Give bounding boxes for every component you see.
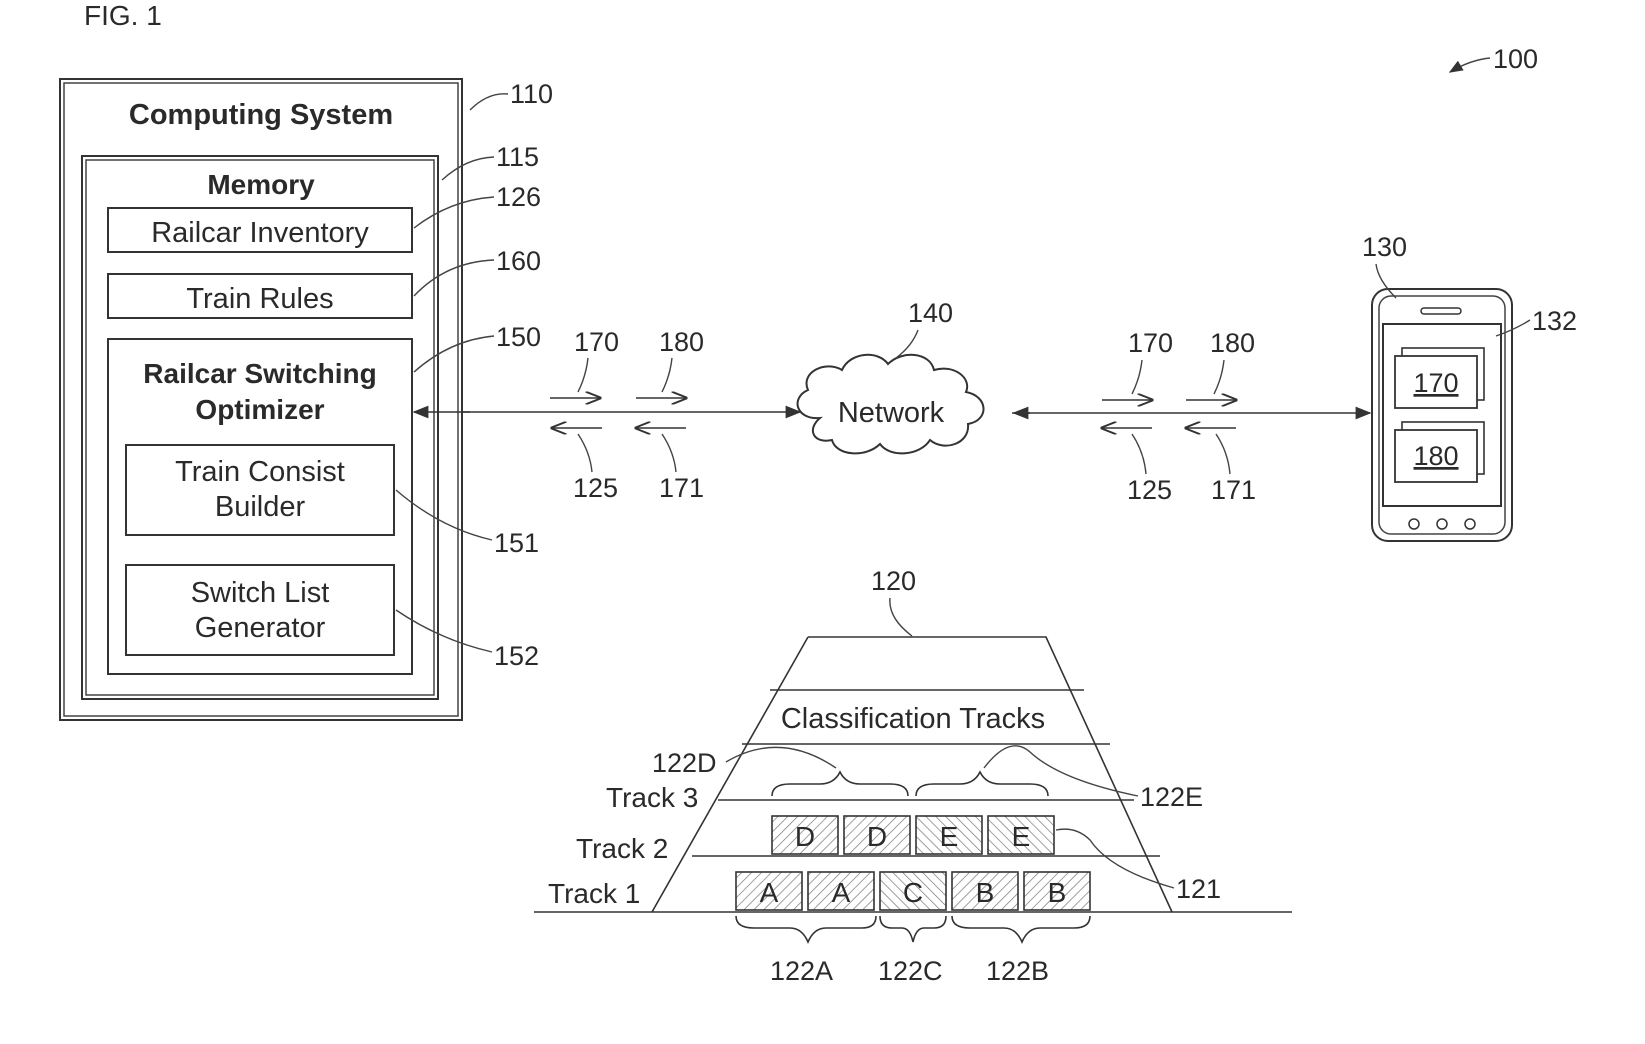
signal-180-right-leader bbox=[1214, 360, 1224, 394]
network-label: Network bbox=[838, 397, 945, 429]
train-consist-builder-line2: Builder bbox=[215, 491, 306, 523]
computing-system: Computing System Memory Railcar Inventor… bbox=[60, 79, 462, 720]
ref-160-leader bbox=[414, 260, 494, 296]
signal-180-left-label: 180 bbox=[659, 327, 704, 357]
ref-121: 121 bbox=[1176, 874, 1221, 904]
track-3-label: Track 3 bbox=[606, 782, 698, 813]
track-1-label: Track 1 bbox=[548, 878, 640, 909]
railcar-a2-label: A bbox=[832, 877, 851, 908]
ref-110-leader bbox=[470, 94, 508, 110]
mobile-device: 170 180 bbox=[1372, 289, 1512, 541]
ref-122e: 122E bbox=[1140, 782, 1203, 812]
ref-151-leader bbox=[396, 490, 492, 540]
ref-152: 152 bbox=[494, 641, 539, 671]
ref-140: 140 bbox=[908, 298, 953, 328]
ref-130: 130 bbox=[1362, 232, 1407, 262]
signal-125-left-leader bbox=[578, 434, 592, 472]
switch-list-generator-line1: Switch List bbox=[191, 577, 330, 609]
track-2-label: Track 2 bbox=[576, 833, 668, 864]
signal-170-left-label: 170 bbox=[574, 327, 619, 357]
ref-150: 150 bbox=[496, 322, 541, 352]
brace-122d bbox=[772, 772, 908, 796]
train-consist-builder-line1: Train Consist bbox=[175, 456, 345, 488]
railcar-d2-label: D bbox=[867, 821, 887, 852]
ref-122a: 122A bbox=[770, 956, 833, 986]
device-body bbox=[1372, 289, 1512, 541]
signal-171-right-leader bbox=[1216, 434, 1230, 474]
railcar-b2-label: B bbox=[1048, 877, 1067, 908]
ref-151: 151 bbox=[494, 528, 539, 558]
speaker-icon bbox=[1421, 308, 1461, 314]
brace-122a bbox=[736, 916, 876, 942]
figure-label: FIG. 1 bbox=[84, 0, 162, 31]
device-button-icon bbox=[1409, 519, 1419, 529]
ref-126-leader bbox=[414, 197, 494, 228]
ref-152-leader bbox=[396, 610, 492, 652]
card-180-label: 180 bbox=[1413, 441, 1458, 471]
network-cloud: Network bbox=[798, 355, 984, 454]
yard-outline bbox=[652, 637, 1172, 912]
railcar-b1-label: B bbox=[976, 877, 995, 908]
brace-122b bbox=[952, 916, 1090, 942]
railcar-e1-label: E bbox=[940, 821, 959, 852]
ref-122d: 122D bbox=[652, 748, 717, 778]
ref-100: 100 bbox=[1493, 44, 1538, 74]
ref-122c: 122C bbox=[878, 956, 943, 986]
optimizer-title-line2: Optimizer bbox=[195, 394, 324, 425]
railcar-d1-label: D bbox=[795, 821, 815, 852]
ref-160: 160 bbox=[496, 246, 541, 276]
ref-126: 126 bbox=[496, 182, 541, 212]
ref-120-leader bbox=[890, 598, 912, 636]
ref-110: 110 bbox=[510, 79, 553, 109]
ref-150-leader bbox=[414, 336, 494, 372]
signal-171-left-leader bbox=[662, 434, 676, 472]
signal-171-left-label: 171 bbox=[659, 473, 704, 503]
card-170-label: 170 bbox=[1413, 368, 1458, 398]
signal-125-right-leader bbox=[1132, 434, 1146, 474]
railcar-inventory-label: Railcar Inventory bbox=[151, 217, 369, 249]
signal-180-left-leader bbox=[662, 358, 672, 392]
ref-100-arrow bbox=[1450, 58, 1490, 72]
signal-171-right-label: 171 bbox=[1211, 475, 1256, 505]
ref-120: 120 bbox=[871, 566, 916, 596]
signal-180-right-label: 180 bbox=[1210, 328, 1255, 358]
device-button-icon bbox=[1465, 519, 1475, 529]
signal-170-left-leader bbox=[578, 358, 588, 392]
optimizer-title-line1: Railcar Switching bbox=[143, 358, 376, 389]
railcar-c-label: C bbox=[903, 877, 923, 908]
railcar-a1-label: A bbox=[760, 877, 779, 908]
ref-115: 115 bbox=[496, 142, 539, 172]
brace-122c bbox=[880, 916, 946, 942]
computing-system-title: Computing System bbox=[129, 99, 393, 131]
ref-115-leader bbox=[442, 157, 494, 180]
railcar-e2-label: E bbox=[1012, 821, 1031, 852]
signal-170-right-label: 170 bbox=[1128, 328, 1173, 358]
brace-122e bbox=[916, 772, 1048, 796]
device-button-icon bbox=[1437, 519, 1447, 529]
signal-125-left-label: 125 bbox=[573, 473, 618, 503]
signal-170-right-leader bbox=[1132, 360, 1142, 394]
classification-tracks-title: Classification Tracks bbox=[781, 703, 1045, 735]
ref-122b: 122B bbox=[986, 956, 1049, 986]
signal-125-right-label: 125 bbox=[1127, 475, 1172, 505]
train-rules-label: Train Rules bbox=[186, 283, 333, 315]
switch-list-generator-line2: Generator bbox=[195, 612, 326, 644]
ref-140-leader bbox=[896, 330, 918, 358]
ref-122d-leader bbox=[726, 747, 836, 768]
memory-title: Memory bbox=[207, 169, 315, 200]
ref-132: 132 bbox=[1532, 306, 1577, 336]
